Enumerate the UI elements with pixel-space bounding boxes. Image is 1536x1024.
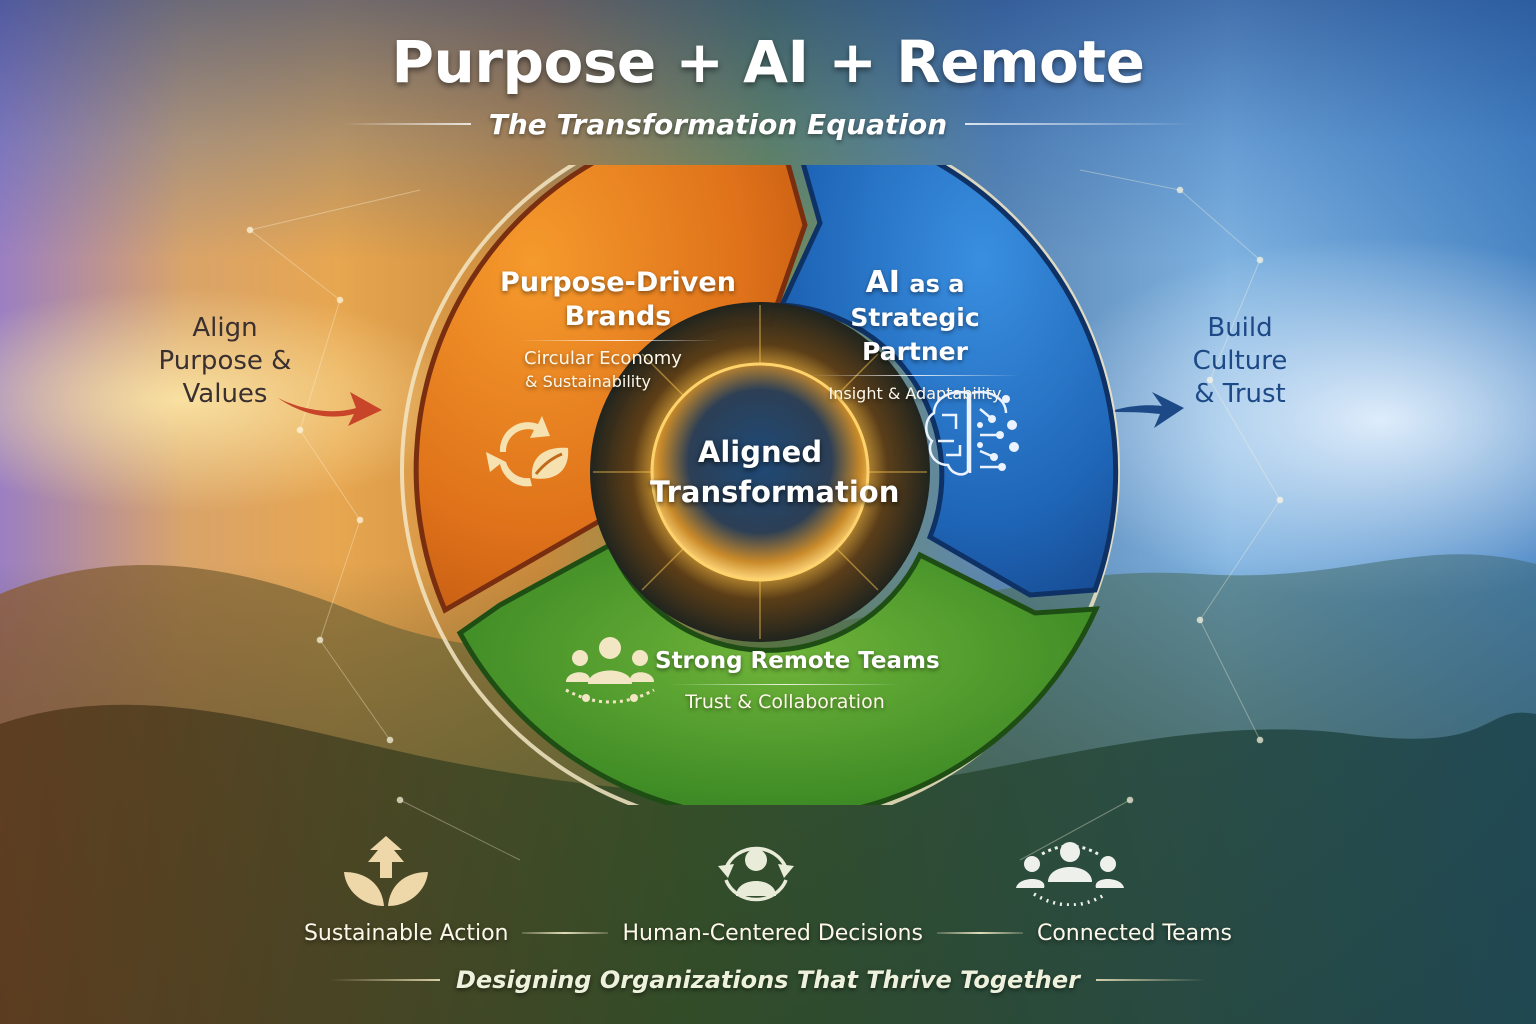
side-label-align-purpose: Align Purpose & Values [158, 313, 292, 409]
subtitle-row: The Transformation Equation [0, 104, 1536, 144]
segment-remote [456, 541, 1100, 805]
tagline-rule-left [330, 979, 440, 981]
subtitle-rule-right [965, 123, 1196, 125]
tagline-rule-right [1096, 979, 1206, 981]
segment-ai [778, 165, 1119, 598]
outcome-connected-teams: Connected Teams [1036, 920, 1233, 946]
transformation-wheel [400, 165, 1120, 805]
person-cycle-icon [718, 846, 794, 902]
segment-purpose-text: Purpose-Driven Brands Circular Economy &… [500, 267, 736, 391]
outcomes-row: Sustainable Action Human-Centered Decisi… [0, 916, 1536, 950]
segment-ai-text: AI as a Strategic Partner Insight & Adap… [800, 266, 1030, 405]
page-title: Purpose + AI + Remote [391, 28, 1145, 96]
recycle-leaf-icon [486, 416, 569, 487]
segment-divider [670, 684, 900, 685]
tagline: Designing Organizations That Thrive Toge… [456, 966, 1080, 994]
leaf-growth-icon [344, 836, 428, 906]
brain-circuit-icon [925, 390, 1019, 476]
side-label-build-culture: Build Culture & Trust [1192, 313, 1288, 409]
outcome-human-centered-decisions: Human-Centered Decisions [622, 920, 923, 946]
outcome-divider [936, 932, 1023, 934]
subtitle-rule-left [340, 123, 471, 125]
tagline-row: Designing Organizations That Thrive Toge… [0, 962, 1536, 998]
outcome-sustainable-action: Sustainable Action [303, 920, 509, 946]
segment-remote-text: Strong Remote Teams Trust & Collaboratio… [655, 648, 940, 713]
segment-divider [518, 340, 718, 341]
outcome-divider [522, 932, 609, 934]
page-subtitle: The Transformation Equation [488, 107, 948, 141]
arrow-right-icon [278, 392, 382, 426]
center-aligned-transformation: Aligned Transformation [650, 435, 900, 509]
arrow-right-icon [1108, 392, 1184, 428]
team-group-icon [565, 637, 655, 704]
connected-people-icon [1016, 842, 1124, 906]
segment-divider [810, 375, 1020, 376]
